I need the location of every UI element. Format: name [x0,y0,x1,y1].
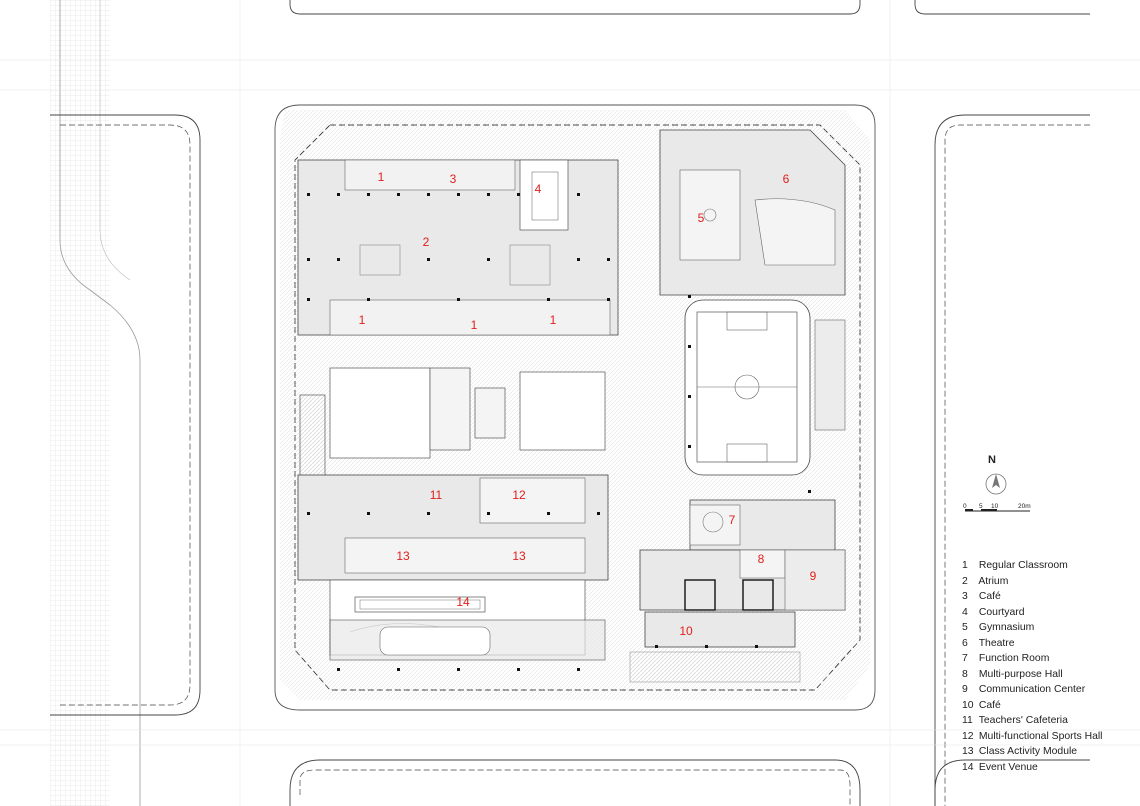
road-strip [50,0,110,806]
room-number-label: 2 [423,235,430,249]
sports-field [684,299,846,476]
legend-number: 8 [962,668,968,680]
scale-tick: 0 [963,503,967,510]
building-southeast [629,499,846,683]
legend-number: 11 [962,715,973,726]
legend-item: 1 Regular Classroom [962,558,1102,574]
legend-item: 6 Theatre [962,636,1102,652]
structural-columns [307,193,811,671]
legend-text: Function Room [978,653,1050,664]
legend-text: Multi-purpose Hall [978,668,1063,680]
room-number-label: 1 [550,313,557,327]
room-number-label: 3 [450,172,457,186]
scale-tick: 5 [979,503,983,510]
north-arrow-icon [985,473,1007,495]
legend-item: 12 Multi-functional Sports Hall [962,729,1102,745]
legend: 1 Regular Classroom 2 Atrium 3 Café 4 Co… [962,558,1102,775]
room-number-label: 13 [396,549,410,563]
room-number-label: 5 [698,211,705,225]
building-southwest [297,474,609,661]
legend-number: 1 [962,560,968,571]
legend-text: Event Venue [978,761,1038,773]
scale-tick: 20m [1018,503,1031,510]
legend-number: 6 [962,637,968,649]
legend-number: 13 [962,746,974,757]
legend-text: Theatre [978,637,1015,649]
legend-number: 9 [962,684,968,695]
legend-text: Teachers' Cafeteria [978,715,1068,726]
legend-item: 14 Event Venue [962,760,1102,776]
room-number-label: 7 [729,513,736,527]
legend-number: 10 [962,699,974,711]
legend-item: 11 Teachers' Cafeteria [962,713,1102,729]
room-number-label: 14 [456,595,470,609]
legend-item: 4 Courtyard [962,605,1102,621]
room-number-label: 11 [430,488,443,502]
room-number-label: 8 [758,552,765,566]
neighbor-blocks [50,0,1090,806]
legend-number: 4 [962,606,968,618]
building-northeast [659,129,846,296]
room-number-label: 1 [378,170,385,184]
building-northwest [297,159,619,336]
legend-item: 9 Communication Center [962,682,1102,698]
north-label: N [988,454,996,466]
legend-text: Courtyard [978,606,1025,618]
legend-item: 7 Function Room [962,651,1102,667]
legend-text: Communication Center [978,684,1086,695]
legend-text: Multi-functional Sports Hall [978,730,1103,742]
site-boundary [274,104,876,711]
scale-bar: 0 5 10 20m [963,503,1031,512]
room-number-label: 6 [783,172,790,186]
legend-text: Class Activity Module [978,746,1078,757]
legend-item: 3 Café [962,589,1102,605]
room-number-label: 12 [512,488,526,502]
room-number-label: 1 [471,318,478,332]
legend-item: 10 Café [962,698,1102,714]
room-number-label: 9 [810,569,817,583]
legend-item: 2 Atrium [962,574,1102,590]
legend-number: 7 [962,653,968,664]
legend-number: 2 [962,575,968,587]
room-number-label: 1 [359,313,366,327]
legend-text: Gymnasium [978,622,1035,633]
legend-text: Café [978,699,1001,711]
room-number-label: 4 [535,182,542,196]
road-curve [59,0,141,806]
neighbor-blocks-dashed [60,124,1090,806]
legend-item: 13 Class Activity Module [962,744,1102,760]
legend-item: 5 Gymnasium [962,620,1102,636]
legend-item: 8 Multi-purpose Hall [962,667,1102,683]
legend-number: 14 [962,761,974,773]
central-voids [299,367,606,496]
legend-text: Café [978,591,1001,602]
scale-tick: 10 [991,503,999,510]
legend-number: 5 [962,622,968,633]
room-number-label: 13 [512,549,526,563]
legend-number: 12 [962,730,974,742]
room-number-label: 10 [679,624,693,638]
legend-text: Regular Classroom [978,560,1068,571]
legend-number: 3 [962,591,968,602]
legend-text: Atrium [978,575,1009,587]
